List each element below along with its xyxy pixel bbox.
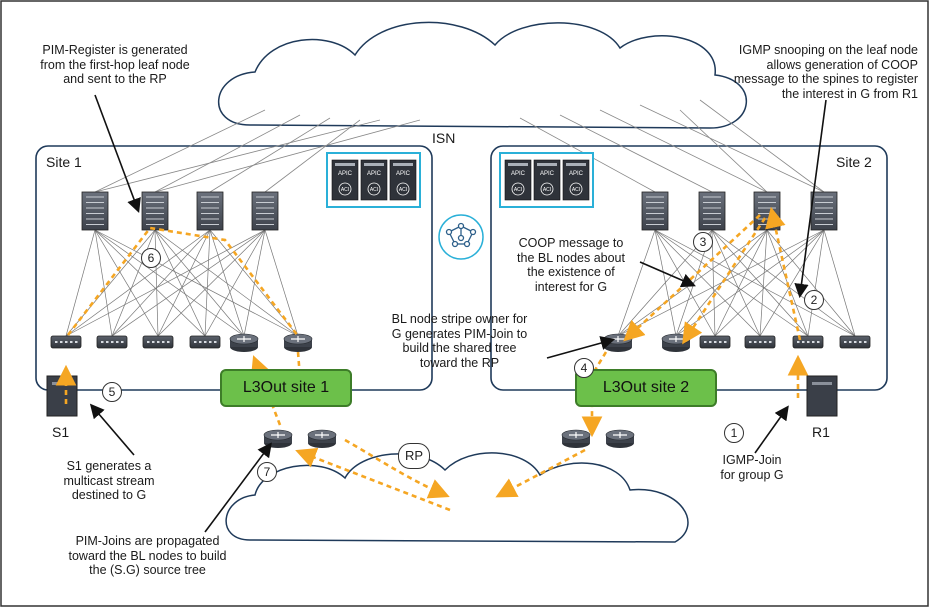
- border-leaf-site1-2: [283, 333, 313, 352]
- annotation-pim-register: PIM-Register is generated from the first…: [40, 43, 190, 86]
- spine-switch-site1-4: [251, 191, 279, 231]
- host-s1-label: S1: [52, 424, 70, 440]
- apic-controller-icon: APIC ACI: [504, 159, 532, 201]
- step-6-badge: 6: [141, 248, 161, 268]
- step-7-badge: 7: [257, 462, 277, 482]
- step-5-badge: 5: [102, 382, 122, 402]
- isn-cloud: [218, 21, 747, 129]
- apic-text: APIC: [367, 171, 382, 177]
- l3out-site2-box: L3Out site 2: [575, 369, 717, 407]
- aci-text: ACI: [514, 187, 522, 193]
- apic-cluster-site2: APIC ACI APIC ACI APIC ACI: [499, 152, 594, 208]
- l3out-site1-box: L3Out site 1: [220, 369, 352, 407]
- apic-cluster-site1: APIC ACI APIC ACI APIC ACI: [326, 152, 421, 208]
- apic-text: APIC: [396, 171, 411, 177]
- leaf-switch-site2-3: [699, 335, 731, 349]
- host-r1-label: R1: [812, 424, 830, 440]
- step-3-badge: 3: [693, 232, 713, 252]
- external-router-site1-a: [263, 429, 293, 448]
- step-4-badge: 4: [574, 358, 594, 378]
- leaf-switch-site1-1: [50, 335, 82, 349]
- step-1-badge: 1: [724, 423, 744, 443]
- aci-text: ACI: [572, 187, 580, 193]
- host-r1-icon: [806, 375, 838, 417]
- aci-text: ACI: [543, 187, 551, 193]
- external-router-site2-a: [561, 429, 591, 448]
- apic-text: APIC: [511, 171, 526, 177]
- host-s1-icon: [46, 375, 78, 417]
- spine-switch-site2-2: [698, 191, 726, 231]
- aci-text: ACI: [399, 187, 407, 193]
- spine-switch-site2-1: [641, 191, 669, 231]
- external-router-site1-b: [307, 429, 337, 448]
- leaf-switch-site1-3: [142, 335, 174, 349]
- annotation-igmp-join: IGMP-Join for group G: [720, 453, 784, 482]
- border-leaf-site1-1: [229, 333, 259, 352]
- aci-text: ACI: [341, 187, 349, 193]
- apic-controller-icon: APIC ACI: [331, 159, 359, 201]
- site1-fabric-links: [65, 229, 299, 337]
- annotation-bl-stripe-owner: BL node stripe owner for G generates PIM…: [391, 312, 528, 370]
- annotation-arrows: [89, 94, 827, 533]
- spine-switch-site2-4: [810, 191, 838, 231]
- spine-switch-site2-3: [753, 191, 781, 231]
- leaf-switch-site2-6: [839, 335, 871, 349]
- apic-text: APIC: [540, 171, 555, 177]
- leaf-switch-site1-2: [96, 335, 128, 349]
- border-leaf-site2-1: [603, 333, 633, 352]
- leaf-switch-site2-5: [792, 335, 824, 349]
- aci-text: ACI: [370, 187, 378, 193]
- aci-logo-icon: [438, 214, 484, 260]
- annotation-igmp-snooping: IGMP snooping on the leaf node allows ge…: [733, 43, 918, 101]
- apic-text: APIC: [338, 171, 353, 177]
- apic-controller-icon: APIC ACI: [389, 159, 417, 201]
- spine-switch-site1-2: [141, 191, 169, 231]
- isn-label: ISN: [432, 130, 456, 146]
- border-leaf-site2-2: [661, 333, 691, 352]
- apic-controller-icon: APIC ACI: [562, 159, 590, 201]
- isn-links: [94, 99, 825, 193]
- apic-controller-icon: APIC ACI: [360, 159, 388, 201]
- annotation-coop-message: COOP message to the BL nodes about the e…: [517, 236, 625, 294]
- annotation-s1-generates: S1 generates a multicast stream destined…: [63, 459, 155, 502]
- leaf-switch-site2-4: [744, 335, 776, 349]
- external-router-site2-b: [605, 429, 635, 448]
- leaf-switch-site1-4: [189, 335, 221, 349]
- step-2-badge: 2: [804, 290, 824, 310]
- external-clouds: [225, 452, 689, 543]
- apic-text: APIC: [569, 171, 584, 177]
- site1-title: Site 1: [46, 154, 82, 170]
- spine-switch-site1-1: [81, 191, 109, 231]
- rp-badge: RP: [398, 443, 430, 469]
- spine-switch-site1-3: [196, 191, 224, 231]
- apic-controller-icon: APIC ACI: [533, 159, 561, 201]
- site2-fabric-links: [617, 229, 856, 337]
- annotation-pim-joins: PIM-Joins are propagated toward the BL n…: [68, 534, 227, 577]
- site2-title: Site 2: [836, 154, 872, 170]
